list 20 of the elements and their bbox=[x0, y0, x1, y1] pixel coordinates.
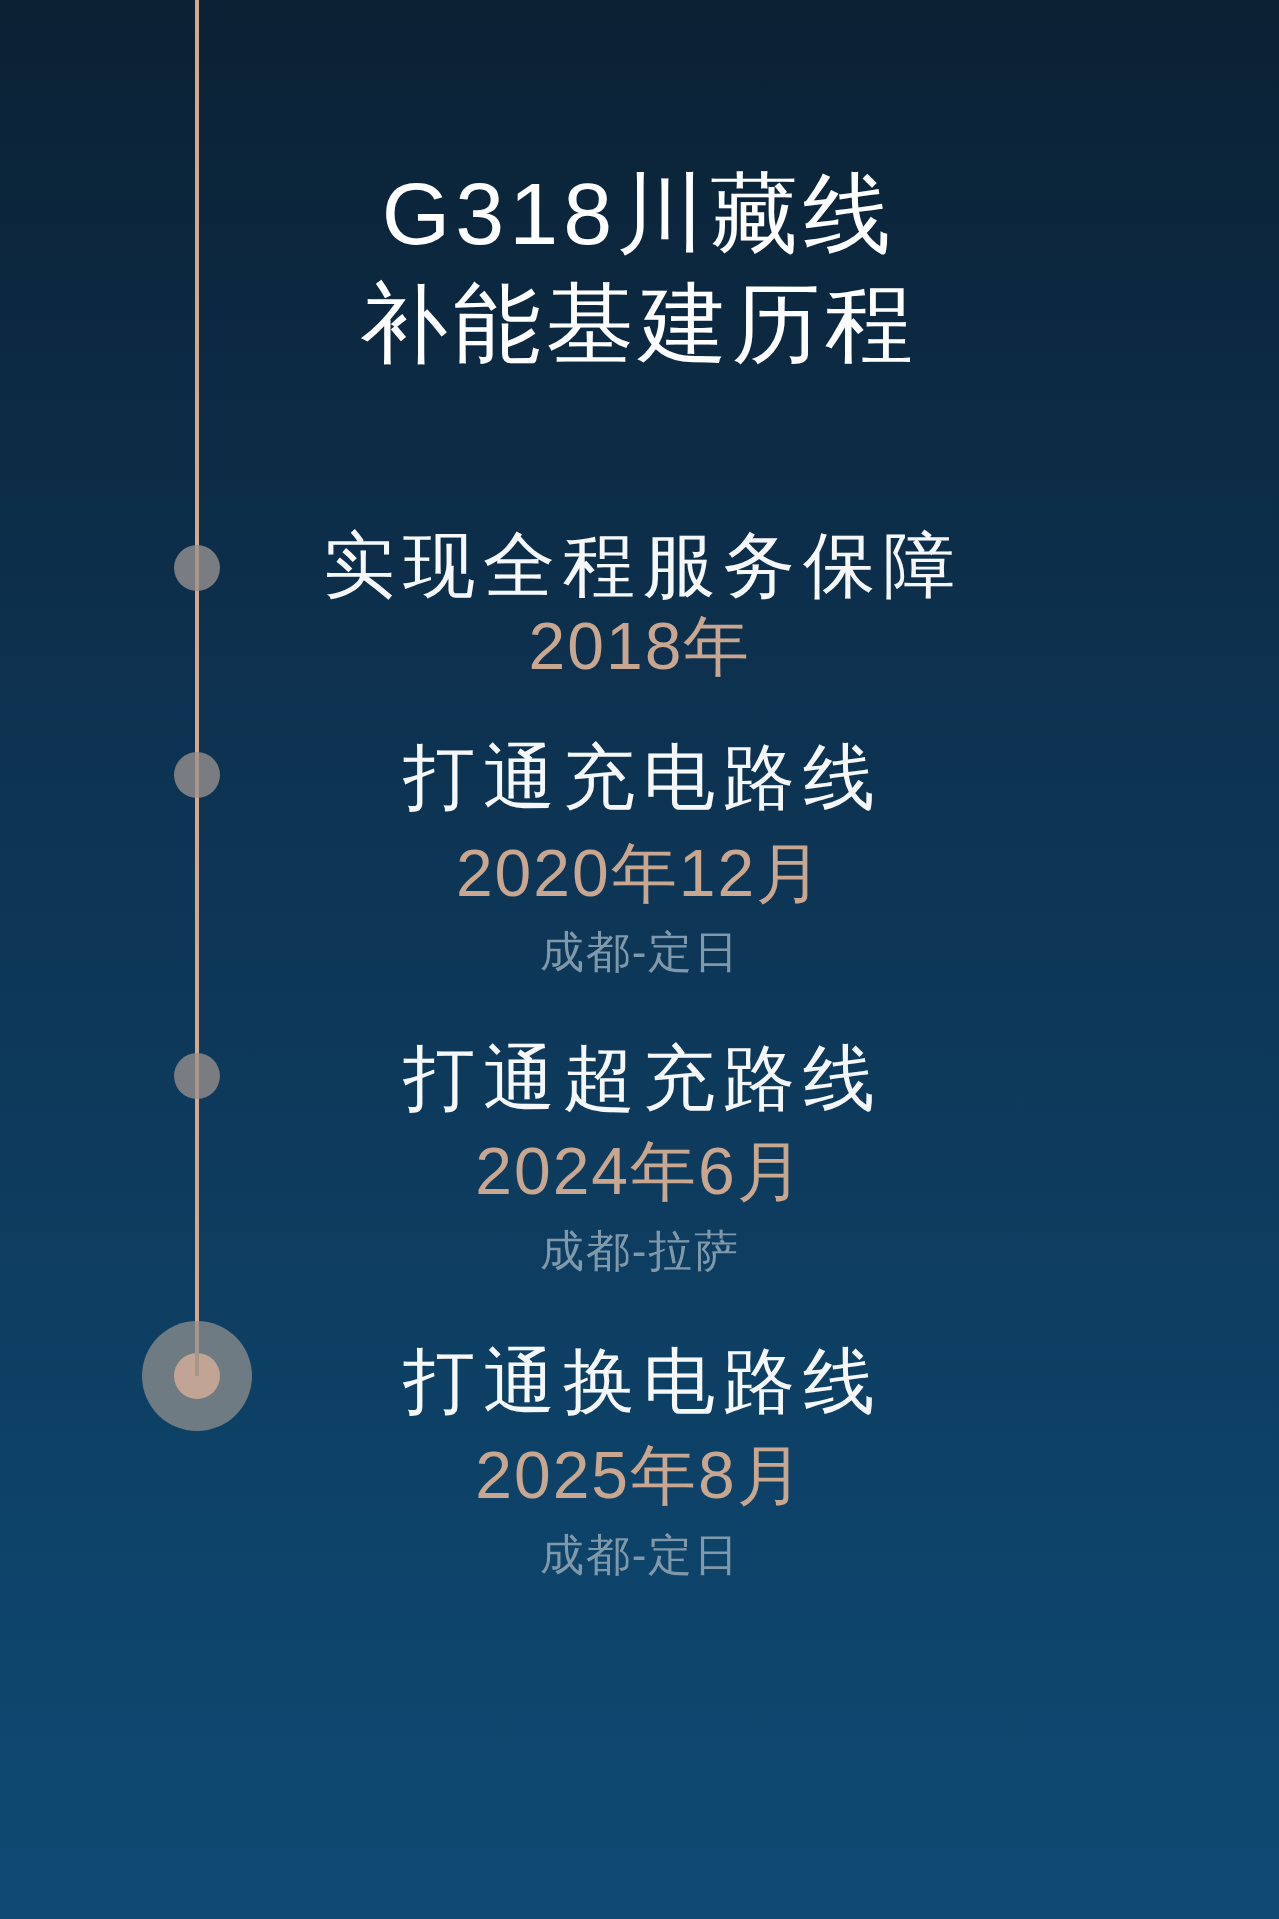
highlighted-timeline-dot bbox=[142, 1321, 252, 1431]
milestone-date: 2024年6月 bbox=[474, 1132, 805, 1210]
milestone-date: 2020年12月 bbox=[454, 834, 825, 912]
milestone-title: 打通换电路线 bbox=[402, 1340, 883, 1423]
route-label: 成都-定日 bbox=[538, 1528, 741, 1581]
timeline-line bbox=[195, 0, 199, 545]
milestone-title: 实现全程服务保障 bbox=[322, 524, 963, 607]
timeline-line bbox=[195, 1099, 199, 1321]
timeline-dot bbox=[174, 545, 220, 591]
timeline-dot bbox=[174, 1053, 220, 1099]
timeline-dot bbox=[174, 752, 220, 798]
milestone-title: 打通充电路线 bbox=[402, 736, 883, 819]
milestone-date: 2025年8月 bbox=[474, 1436, 805, 1514]
timeline-line bbox=[195, 798, 199, 1053]
timeline-line bbox=[195, 591, 199, 752]
milestone-date: 2018年 bbox=[527, 607, 752, 685]
route-label: 成都-拉萨 bbox=[538, 1224, 741, 1277]
milestone-title: 打通超充路线 bbox=[402, 1037, 883, 1120]
title: G318川藏线补能基建历程 bbox=[359, 163, 919, 375]
route-label: 成都-定日 bbox=[538, 925, 741, 978]
